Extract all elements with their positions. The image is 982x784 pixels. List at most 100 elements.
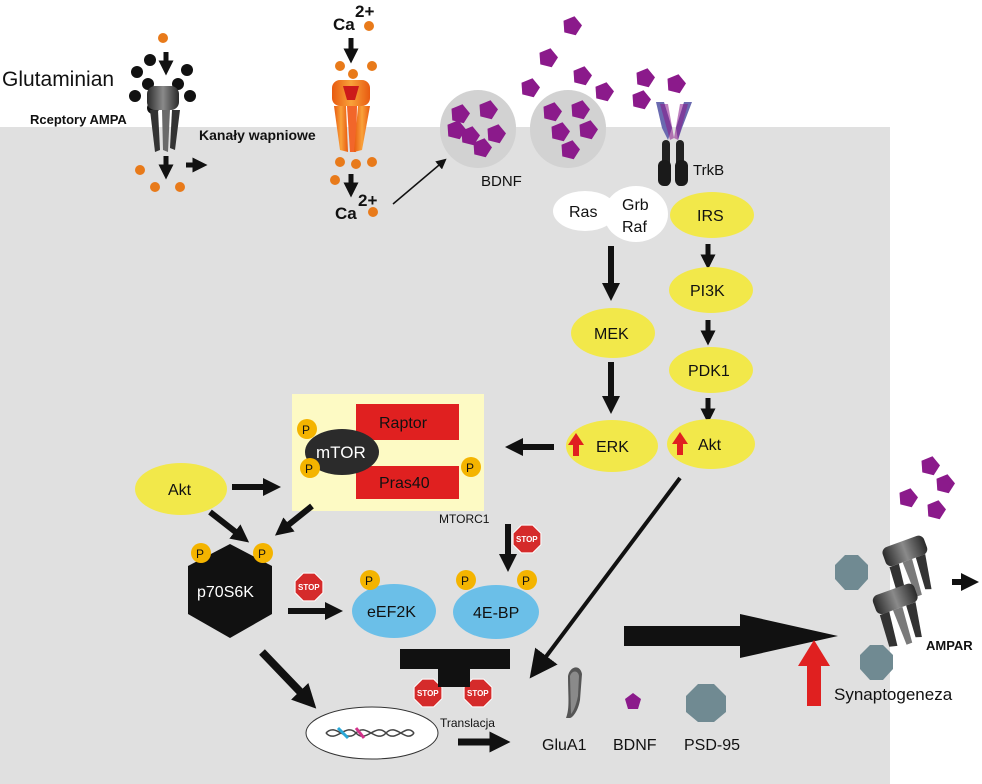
phospho-4ebp-left: P: [456, 570, 476, 590]
irs-node: [670, 192, 754, 238]
bdnf-product-label: BDNF: [613, 737, 657, 754]
bdnf-pentagon: [551, 122, 570, 142]
arrow-to-synaptogenesis: [624, 614, 838, 658]
pras40-label: Pras40: [379, 475, 430, 492]
psd95-cluster-icon-bottom: [860, 645, 893, 680]
stop-sign-icon: STOP: [463, 678, 493, 708]
bdnf-pentagon: [573, 66, 592, 86]
ampar-label: AMPAR: [926, 638, 973, 653]
stop-sign-icon: STOP: [413, 678, 443, 708]
phospho-pras40: P: [461, 457, 481, 477]
arrow-akt-glua1: [529, 476, 682, 679]
glutamate-label: Glutaminian: [2, 68, 114, 91]
akt-right-node: [667, 419, 755, 469]
ampa-receptors-label: Rceptory AMPA: [30, 112, 127, 127]
bdnf-pentagon: [479, 100, 498, 120]
grb-raf-node: [604, 186, 668, 242]
psd95-cluster-icon-top: [835, 555, 868, 590]
bdnf-pentagon: [921, 456, 940, 476]
bdnf-pentagon: [473, 138, 492, 158]
bdnf-pentagons: [447, 16, 955, 520]
inhibition-stem: [438, 669, 470, 687]
akt-right-label: Akt: [698, 437, 722, 454]
mtorc1-label: MTORC1: [439, 512, 490, 526]
bdnf-pentagon: [571, 100, 590, 120]
svg-text:P: P: [258, 547, 266, 561]
stop-sign-icon: STOP: [512, 524, 542, 554]
stop-sign-icon: STOP: [294, 572, 324, 602]
stop-sign-label: STOP: [417, 689, 439, 698]
arrow-akt-p70s6k: [208, 509, 250, 543]
bdnf-pentagon: [461, 126, 480, 146]
bdnf-product-icon: [625, 693, 641, 709]
phospho-p70s6k-right: P: [253, 543, 273, 563]
glua1-icon: [566, 667, 582, 718]
phospho-mtor-bottom: P: [300, 458, 320, 478]
svg-text:P: P: [365, 574, 373, 588]
ca-ion-bottom: [368, 207, 378, 217]
arrow-mtorc1-p70s6k: [274, 503, 314, 536]
irs-label: IRS: [697, 208, 724, 225]
mtor-node: [305, 429, 379, 475]
ras-label: Ras: [569, 204, 597, 221]
erk-node: [566, 420, 658, 472]
trkb-label: TrkB: [693, 162, 724, 179]
calcium-channel-icon: [332, 80, 370, 152]
synaptogenesis-red-arrow: [798, 640, 830, 706]
bdnf-pentagon: [561, 140, 580, 160]
ca-bottom-charge: 2+: [358, 191, 377, 210]
ca-ions-outside: [335, 61, 377, 79]
ras-node: [553, 191, 617, 231]
bdnf-pentagon: [539, 48, 558, 68]
ampa-receptor-icon: [147, 86, 180, 152]
phospho-4ebp-right: P: [517, 570, 537, 590]
pdk1-node: [669, 347, 753, 393]
mtor-label: mTOR: [316, 443, 366, 462]
phospho-eef2k: P: [360, 570, 380, 590]
stop-sign-label: STOP: [467, 689, 489, 698]
p70s6k-label: p70S6K: [197, 584, 254, 601]
ampar-receptor-icon-bottom: [872, 583, 922, 647]
raptor-box: [356, 404, 459, 440]
bdnf-pentagon: [667, 74, 686, 94]
bdnf-pentagon: [487, 124, 506, 144]
trkb-receptor-icon: [656, 102, 692, 186]
raf-label: Raf: [622, 219, 647, 236]
pi3k-label: PI3K: [690, 283, 725, 300]
svg-text:P: P: [522, 574, 530, 588]
raptor-label: Raptor: [379, 415, 428, 432]
svg-text:P: P: [196, 547, 204, 561]
psd95-icon: [686, 684, 726, 722]
bdnf-pentagon: [451, 104, 470, 124]
mek-label: MEK: [594, 326, 629, 343]
four-ebp-label: 4E-BP: [473, 605, 519, 622]
bdnf-pentagon: [595, 82, 614, 102]
stop-sign-label: STOP: [516, 535, 538, 544]
ca-ions-inside: [330, 157, 377, 185]
bdnf-pentagon: [579, 120, 598, 140]
four-ebp-node: [453, 585, 539, 639]
eef2k-node: [352, 584, 436, 638]
ca-bottom-label: Ca: [335, 204, 357, 223]
grb-label: Grb: [622, 197, 649, 214]
erk-label: ERK: [596, 439, 629, 456]
ca-top-label: Ca: [333, 15, 355, 34]
glutamate-molecules: [129, 54, 196, 114]
eef2k-label: eEF2K: [367, 604, 416, 621]
ca-ion-top: [364, 21, 374, 31]
bdnf-pentagon: [936, 474, 955, 494]
bdnf-pentagon: [927, 500, 946, 520]
svg-text:P: P: [305, 462, 313, 476]
bdnf-pentagon: [543, 102, 562, 122]
arrow-ca-to-bdnf: [392, 158, 447, 205]
translation-label: Translacja: [440, 716, 495, 730]
erk-up-arrow-icon: [568, 433, 584, 456]
inhibition-bar: [400, 649, 510, 669]
glutamate-released-dots: [135, 33, 185, 192]
akt-up-arrow-icon: [672, 432, 688, 455]
synaptogenesis-label: Synaptogeneza: [834, 685, 953, 704]
phospho-mtor-top: P: [297, 419, 317, 439]
svg-text:P: P: [302, 423, 310, 437]
mek-node: [571, 308, 655, 358]
